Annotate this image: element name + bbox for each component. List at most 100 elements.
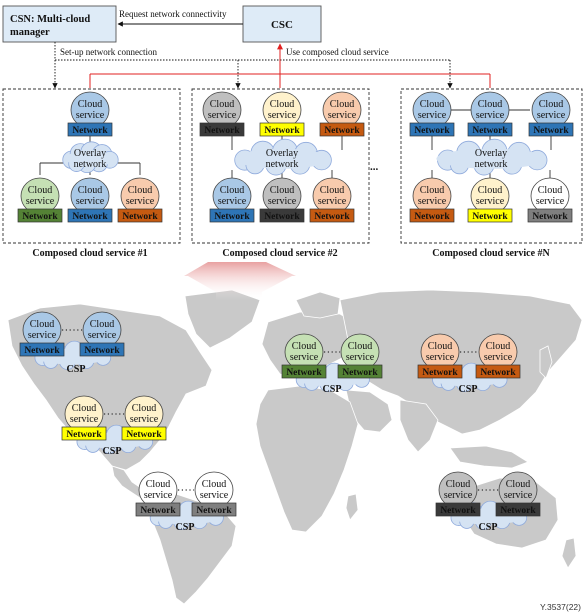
network-tag-text: Network xyxy=(414,212,450,222)
cloud-service-text: service xyxy=(76,110,105,121)
network-tag-text: Network xyxy=(414,126,450,136)
network-tag xyxy=(409,208,455,223)
network-tag-text: Network xyxy=(24,346,60,356)
cloud-service-text: Cloud xyxy=(220,185,244,196)
network-tag-text: Network xyxy=(342,368,378,378)
cloud-service-text: Cloud xyxy=(132,403,156,414)
cloud-service-text: service xyxy=(318,196,347,207)
cloud-service-text: Cloud xyxy=(28,185,52,196)
network-tag-text: Network xyxy=(532,212,568,222)
network-tag xyxy=(209,208,255,223)
cloud-service-text: service xyxy=(144,490,173,501)
network-tag xyxy=(281,364,327,379)
cloud-service-text: service xyxy=(268,196,297,207)
network-tag xyxy=(337,364,383,379)
network-tag-text: Network xyxy=(533,126,569,136)
diagram-elements: OverlaynetworkCloudserviceNetworkCloudse… xyxy=(17,91,574,533)
cloud-service-text: service xyxy=(88,330,117,341)
cloud-service-text: service xyxy=(537,110,566,121)
cloud-service-text: service xyxy=(268,110,297,121)
use-connections xyxy=(89,43,491,88)
cloud-service-text: service xyxy=(76,196,105,207)
cloud-service-text: service xyxy=(346,352,375,363)
network-tag xyxy=(495,502,541,517)
csn-box: CSN: Multi-cloud manager xyxy=(2,5,117,43)
network-tag-text: Network xyxy=(314,212,350,222)
setup-label: Set-up network connection xyxy=(60,47,157,57)
cloud-service-text: Cloud xyxy=(478,185,502,196)
network-tag xyxy=(259,122,305,137)
csp-yellow-label: CSP xyxy=(103,446,122,457)
cloud-service-text: Cloud xyxy=(128,185,152,196)
network-tag xyxy=(135,502,181,517)
world-map xyxy=(7,289,583,605)
network-tag-text: Network xyxy=(264,212,300,222)
cloud-service-text: service xyxy=(426,352,455,363)
cloud-service-text: Cloud xyxy=(506,479,530,490)
cloud-service-text: Cloud xyxy=(270,185,294,196)
overlay-text: network xyxy=(266,159,299,170)
network-tag xyxy=(259,208,305,223)
cloud-service-text: service xyxy=(290,352,319,363)
network-tag-text: Network xyxy=(84,346,120,356)
map-africa xyxy=(255,385,359,533)
csn-title-line2: manager xyxy=(10,27,50,38)
cloud-service-text: Cloud xyxy=(90,319,114,330)
network-tag-text: Network xyxy=(22,212,58,222)
cloud-service-text: Cloud xyxy=(539,99,563,110)
overlay-text: Overlay xyxy=(475,148,507,159)
cloud-service-text: service xyxy=(26,196,55,207)
network-tag xyxy=(67,208,113,223)
network-tag xyxy=(467,208,513,223)
csp-gray-label: CSP xyxy=(479,522,498,533)
network-tag-text: Network xyxy=(214,212,250,222)
cloud-service-text: Cloud xyxy=(320,185,344,196)
map-madagascar xyxy=(345,493,359,521)
network-tag xyxy=(528,122,574,137)
network-tag-text: Network xyxy=(66,430,102,440)
cloud-service-text: Cloud xyxy=(486,341,510,352)
network-tag-text: Network xyxy=(422,368,458,378)
network-tag-text: Network xyxy=(196,506,232,516)
map-indonesia xyxy=(449,445,529,469)
cloud-service-text: Cloud xyxy=(330,99,354,110)
cloud-service-text: Cloud xyxy=(270,99,294,110)
csp-orange-label: CSP xyxy=(459,384,478,395)
figure-id: Y.3537(22) xyxy=(540,602,581,612)
network-tag xyxy=(17,208,63,223)
cloud-service-text: Cloud xyxy=(420,185,444,196)
network-tag xyxy=(409,122,455,137)
cloud-service-text: Cloud xyxy=(146,479,170,490)
setup-connections xyxy=(52,42,453,89)
map-japan xyxy=(539,345,553,379)
network-tag xyxy=(319,122,365,137)
network-tag xyxy=(467,122,513,137)
cloud-service-text: service xyxy=(536,196,565,207)
cloud-service-text: Cloud xyxy=(210,99,234,110)
composed-box-2 xyxy=(191,88,370,244)
cloud-service-text: service xyxy=(28,330,57,341)
request-label: Request network connectivity xyxy=(119,9,227,19)
overlay-text: Overlay xyxy=(266,148,298,159)
cloud-service-text: Cloud xyxy=(478,99,502,110)
cloud-service-text: Cloud xyxy=(446,479,470,490)
network-tag-text: Network xyxy=(324,126,360,136)
cloud-service-text: Cloud xyxy=(72,403,96,414)
composed-box-1 xyxy=(2,88,181,244)
cloud-service-text: Cloud xyxy=(292,341,316,352)
